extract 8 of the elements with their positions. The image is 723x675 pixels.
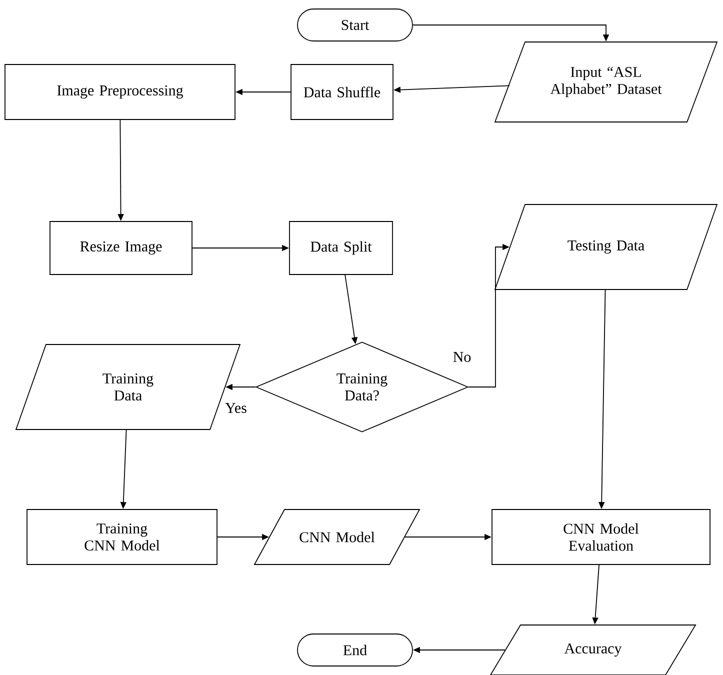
terminal: End: [297, 634, 413, 666]
process-box: Resize Image: [50, 221, 192, 275]
terminal: Start: [297, 8, 413, 42]
process-box: Image Preprocessing: [4, 64, 236, 120]
process-box: Data Shuffle: [290, 64, 394, 120]
process-box: CNN Model Evaluation: [492, 509, 710, 565]
process-box: Data Split: [289, 221, 393, 275]
process-box: Training CNN Model: [26, 509, 218, 565]
